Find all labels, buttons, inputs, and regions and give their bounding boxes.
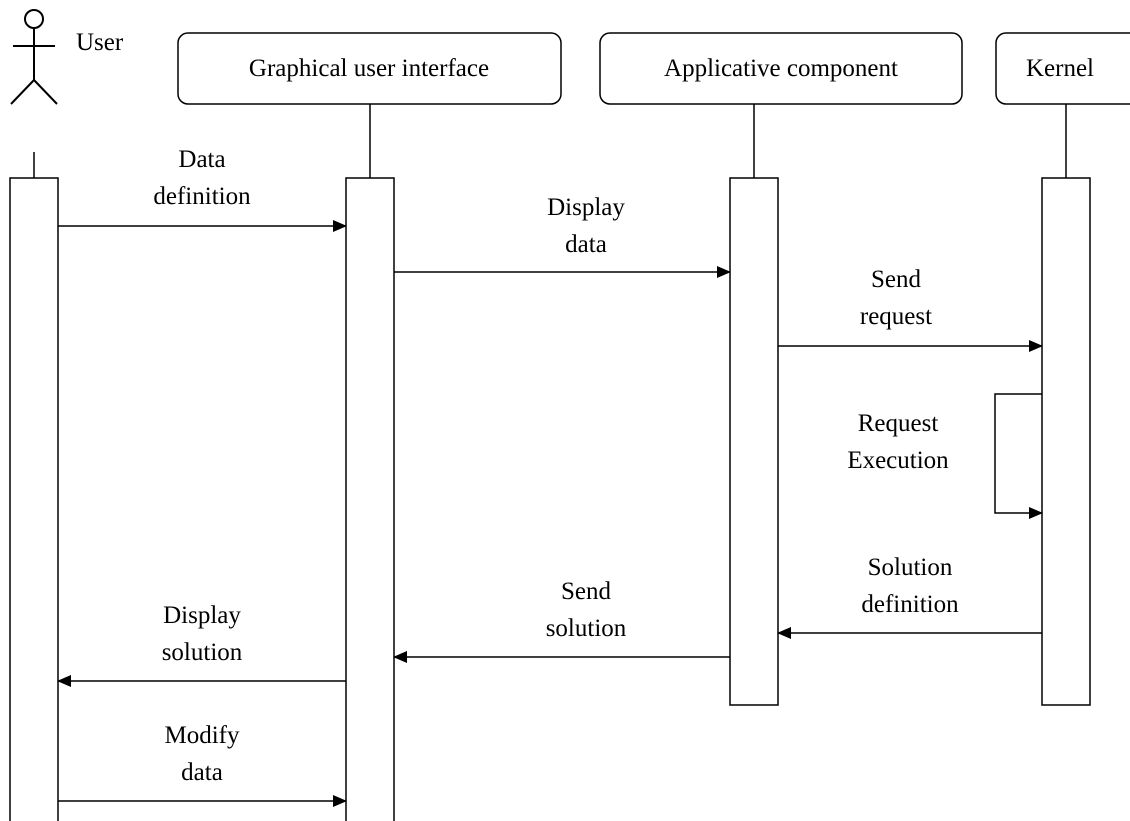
label-data-definition-line-1: Data [178, 146, 225, 173]
label-modify-data-line-2: data [181, 759, 223, 786]
participant-app-label: Applicative component [664, 55, 898, 82]
activation-bar-app [729, 177, 779, 706]
activation-bar-gui [345, 177, 395, 821]
label-send-solution-line-2: solution [546, 615, 627, 642]
arrow-request-execution [994, 393, 1043, 519]
activation-bar-user [9, 177, 59, 821]
user-actor-label: User [76, 29, 124, 56]
label-request-execution-line-2: Execution [847, 447, 949, 474]
label-send-request-line-2: request [860, 303, 932, 330]
participant-gui-label: Graphical user interface [249, 55, 489, 82]
activation-bar-kernel [1041, 177, 1091, 706]
lifelines [33, 104, 1067, 178]
participant-gui: Graphical user interface [177, 32, 562, 105]
activation-bars [9, 177, 1091, 821]
messages [57, 220, 1043, 807]
participant-app-box [599, 32, 963, 105]
participant-kernel: Kernel [995, 32, 1130, 105]
label-data-definition-line-2: definition [153, 183, 251, 210]
label-send-request-line-1: Send [871, 266, 922, 293]
participant-kernel-label: Kernel [1026, 55, 1094, 82]
participant-app: Applicative component [599, 32, 963, 105]
label-display-data-line-1: Display [547, 194, 625, 221]
label-send-solution-line-1: Send [561, 578, 612, 605]
label-modify-data-line-1: Modify [165, 722, 241, 749]
label-request-execution-line-1: Request [858, 410, 939, 437]
stick-figure-icon [10, 9, 58, 105]
label-solution-definition-line-1: Solution [868, 554, 953, 581]
label-solution-definition-line-2: definition [861, 591, 959, 618]
label-display-solution-line-2: solution [162, 639, 243, 666]
label-display-data-line-2: data [565, 231, 607, 258]
message-labels: Data definition Display data Send reques… [153, 146, 959, 786]
label-display-solution-line-1: Display [163, 602, 241, 629]
participant-kernel-box [995, 32, 1130, 105]
user-actor: User [10, 9, 124, 105]
